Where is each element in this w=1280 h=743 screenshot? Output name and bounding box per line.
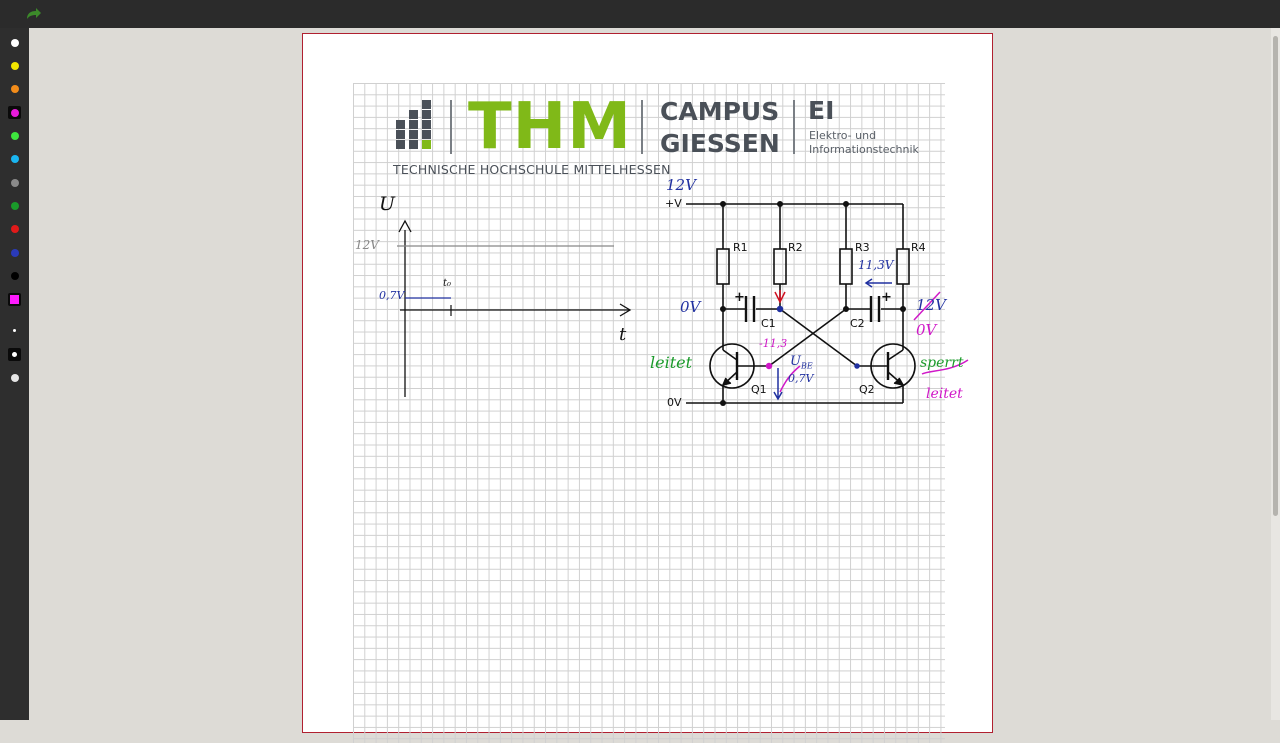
note-11-3v: 11,3V — [858, 258, 894, 272]
university-name: TECHNISCHE HOCHSCHULE MITTELHESSEN — [393, 162, 671, 177]
top-toolbar — [0, 0, 1280, 28]
pen-size-dot — [12, 352, 17, 357]
department-code: EI — [808, 96, 835, 125]
pen-size-dot — [13, 329, 16, 332]
note-12v-top: 12V — [666, 176, 696, 194]
r4-label: R4 — [911, 241, 926, 254]
pen-size-dot — [10, 373, 19, 382]
thm-logo-mark — [396, 100, 431, 149]
color-swatch-magenta-square[interactable] — [8, 293, 21, 306]
color-swatch-orange[interactable] — [8, 82, 21, 95]
note-leitet-left: leitet — [650, 353, 693, 372]
thm-logo: THM CAMPUS GIESSEN EI Elektro- und Infor… — [388, 90, 928, 182]
swatch-dot — [10, 271, 19, 280]
color-swatch-red[interactable] — [8, 222, 21, 235]
note-12v-right: 12V — [916, 296, 946, 314]
note-0v-left: 0V — [680, 298, 701, 316]
color-swatch-black[interactable] — [8, 269, 21, 282]
note-sperrt-right: sperrt — [920, 355, 964, 371]
notebook-page — [302, 33, 993, 743]
r3-label: R3 — [855, 241, 870, 254]
color-swatch-white[interactable] — [8, 36, 21, 49]
swatch-dot — [10, 131, 19, 140]
swatch-dot — [10, 154, 19, 163]
c2-plus: + — [881, 290, 892, 305]
ground-label: 0V — [667, 396, 682, 409]
color-swatch-lime[interactable] — [8, 129, 21, 142]
swatch-dot — [10, 178, 19, 187]
color-swatch-green[interactable] — [8, 199, 21, 212]
y-axis-label: U — [379, 193, 396, 215]
note-0-7v: 0,7V — [788, 372, 814, 385]
note-ube: UBE — [790, 354, 813, 371]
r2-label: R2 — [788, 241, 803, 254]
level-low-label: 0,7V — [379, 289, 405, 302]
swatch-dot — [10, 248, 19, 257]
q1-label: Q1 — [751, 383, 767, 396]
department-name: Elektro- und Informationstechnik — [809, 129, 919, 156]
color-swatch-cyan[interactable] — [8, 152, 21, 165]
graph-paper-grid — [353, 83, 945, 743]
swatch-dot — [10, 295, 19, 304]
redo-arrow-icon[interactable] — [24, 5, 42, 23]
note-minus-11-3: -11,3 — [759, 337, 788, 350]
note-0v-right: 0V — [916, 321, 937, 339]
pen-size-large[interactable] — [8, 371, 21, 384]
x-axis-label: t — [619, 324, 627, 345]
pen-size-small[interactable] — [8, 324, 21, 337]
r1-label: R1 — [733, 241, 748, 254]
note-leitet-right: leitet — [926, 386, 963, 402]
pen-size-medium[interactable] — [8, 348, 21, 361]
scrollbar-thumb[interactable] — [1273, 36, 1278, 516]
c1-label: C1 — [761, 317, 776, 330]
color-swatch-magenta[interactable] — [8, 106, 21, 119]
swatch-dot — [10, 224, 19, 233]
q2-label: Q2 — [859, 383, 875, 396]
thm-wordmark: THM — [468, 90, 632, 164]
color-swatch-yellow[interactable] — [8, 59, 21, 72]
c1-plus: + — [734, 290, 745, 305]
level-12v-label: 12V — [355, 238, 379, 252]
c2-label: C2 — [850, 317, 865, 330]
campus-name: CAMPUS GIESSEN — [660, 97, 780, 158]
swatch-dot — [10, 38, 19, 47]
swatch-dot — [10, 108, 19, 117]
color-swatch-gray[interactable] — [8, 176, 21, 189]
color-swatch-blue[interactable] — [8, 246, 21, 259]
color-palette-sidebar — [0, 28, 29, 720]
swatch-dot — [10, 84, 19, 93]
t0-label: t₀ — [443, 278, 452, 289]
swatch-dot — [10, 201, 19, 210]
swatch-dot — [10, 61, 19, 70]
supply-label: +V — [665, 197, 682, 210]
